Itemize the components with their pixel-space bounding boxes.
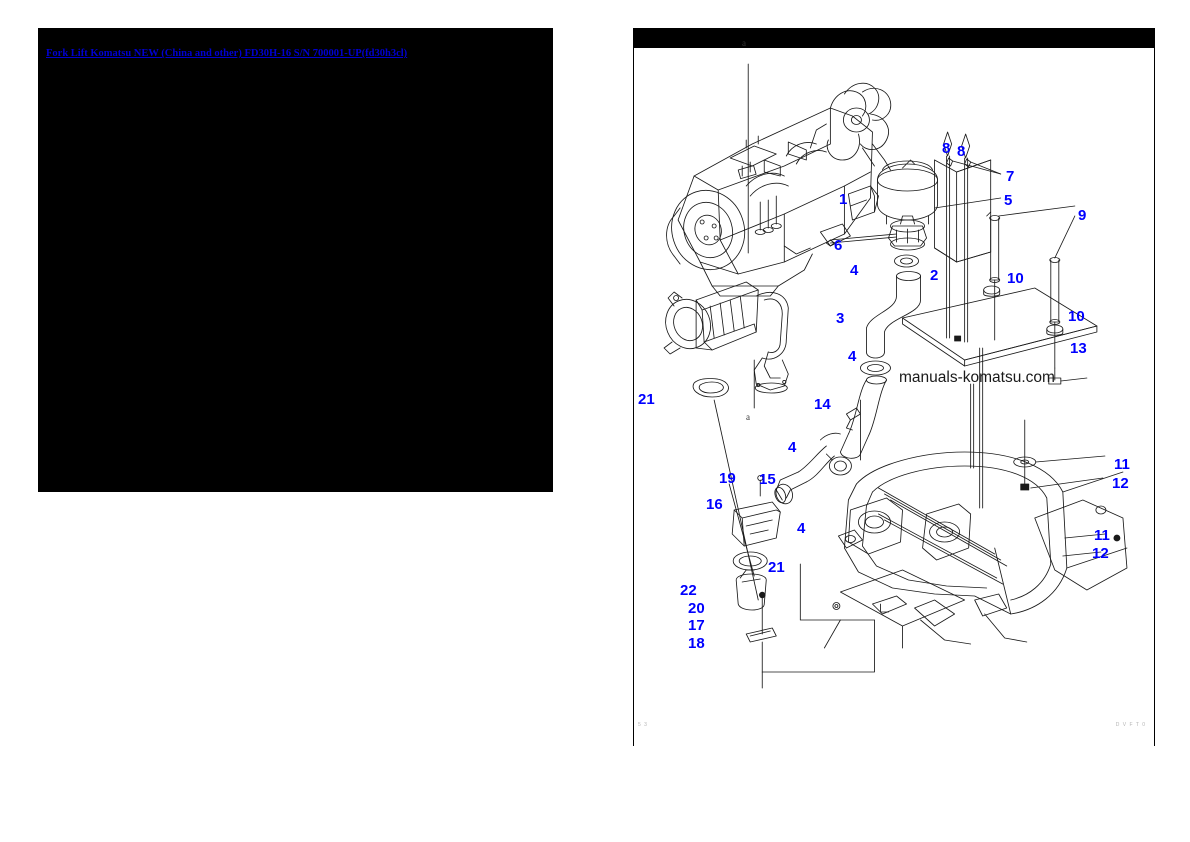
callout-15[interactable]: 15	[759, 471, 776, 488]
rod-and-bracket-assembly	[902, 131, 1098, 509]
section-marker-a-top: a	[742, 38, 746, 48]
callout-12-lower[interactable]: 12	[1092, 545, 1109, 562]
callout-5[interactable]: 5	[1004, 192, 1013, 209]
callout-8-left[interactable]: 8	[942, 140, 951, 157]
engine-body-outline	[666, 82, 892, 297]
diagram-drawing-area	[634, 48, 1154, 746]
callout-9[interactable]: 9	[1078, 207, 1087, 224]
callout-4-lower[interactable]: 4	[788, 439, 797, 456]
callout-22[interactable]: 22	[680, 582, 697, 599]
callout-14[interactable]: 14	[814, 396, 831, 413]
callout-4-upper[interactable]: 4	[850, 262, 859, 279]
footer-left-code: 5 3	[638, 722, 648, 728]
callout-10-upper[interactable]: 10	[1007, 270, 1024, 287]
callout-2[interactable]: 2	[930, 267, 939, 284]
diagram-top-bar	[634, 28, 1154, 48]
precleaner-cap-assembly	[825, 159, 939, 476]
callout-10-lower[interactable]: 10	[1068, 308, 1085, 325]
callout-13[interactable]: 13	[1070, 340, 1087, 357]
callout-11-lower[interactable]: 11	[1094, 527, 1110, 544]
parts-diagram-panel: a a 1 6 4 2 3 4 14 4 8 8 7 5 9 10 10 13 …	[633, 28, 1155, 746]
callout-16[interactable]: 16	[706, 496, 723, 513]
site-watermark: manuals-komatsu.com	[899, 369, 1055, 386]
section-marker-a-middle: a	[746, 412, 750, 422]
technical-line-drawing	[663, 63, 1128, 689]
footer-right-code: D V F T 0	[1115, 722, 1146, 728]
callout-20[interactable]: 20	[688, 600, 705, 617]
lower-bracket-cluster	[713, 399, 875, 689]
callout-12-upper[interactable]: 12	[1112, 475, 1129, 492]
air-cleaner-assembly	[663, 281, 789, 409]
callout-21-upper[interactable]: 21	[638, 391, 655, 408]
callout-17[interactable]: 17	[688, 617, 705, 634]
callout-6[interactable]: 6	[834, 237, 843, 254]
callout-19[interactable]: 19	[719, 470, 736, 487]
callout-4-mid[interactable]: 4	[848, 348, 857, 365]
callout-4-bracket[interactable]: 4	[797, 520, 806, 537]
callout-3[interactable]: 3	[836, 310, 845, 327]
callout-1[interactable]: 1	[839, 191, 848, 208]
callout-18[interactable]: 18	[688, 635, 705, 652]
callout-8-right[interactable]: 8	[957, 143, 966, 160]
callout-11-upper[interactable]: 11	[1114, 456, 1130, 473]
catalog-preview-panel: Fork Lift Komatsu NEW (China and other) …	[38, 28, 553, 492]
callout-7[interactable]: 7	[1006, 168, 1015, 185]
catalog-title-link[interactable]: Fork Lift Komatsu NEW (China and other) …	[46, 48, 408, 59]
callout-21-lower[interactable]: 21	[768, 559, 785, 576]
counterweight-frame-assembly	[823, 383, 1128, 649]
